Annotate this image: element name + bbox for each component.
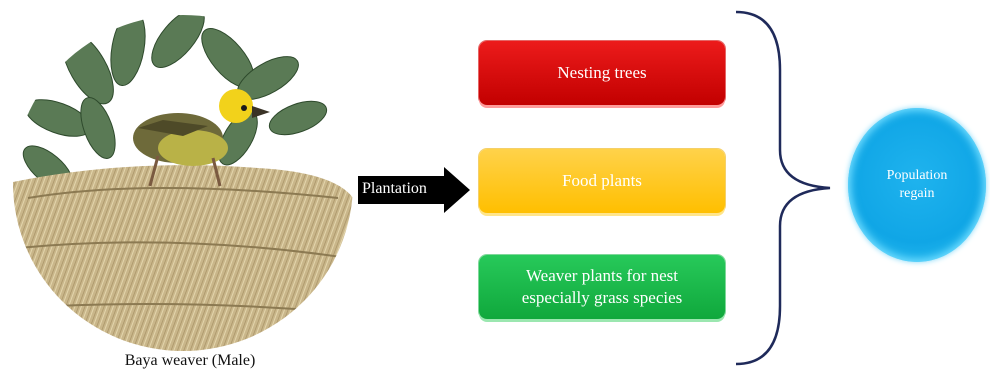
- nesting-trees-label: Nesting trees: [557, 62, 646, 84]
- plantation-label: Plantation: [362, 180, 452, 198]
- weaver-plants-box: Weaver plants for nest especially grass …: [479, 255, 725, 319]
- right-brace: [730, 10, 840, 366]
- food-plants-label: Food plants: [562, 170, 642, 192]
- weaver-plants-label: Weaver plants for nest especially grass …: [522, 265, 683, 309]
- population-regain-circle: Population regain: [848, 108, 986, 262]
- population-regain-label: Population regain: [887, 167, 948, 203]
- baya-weaver-photo: [8, 8, 358, 353]
- food-plants-box: Food plants: [479, 149, 725, 213]
- photo-caption: Baya weaver (Male): [90, 352, 290, 370]
- nesting-trees-box: Nesting trees: [479, 41, 725, 105]
